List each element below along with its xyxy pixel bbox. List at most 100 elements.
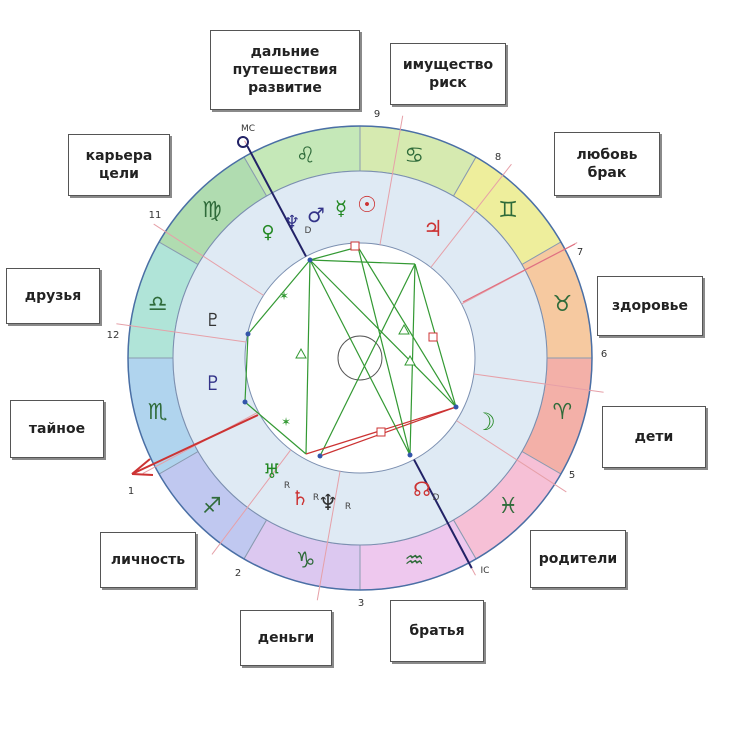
axis-lines: [131, 136, 473, 569]
planet-status-tag: R: [313, 493, 319, 503]
aspect-point: [317, 453, 323, 459]
house-box-12: тайное: [10, 400, 104, 458]
aspect-trine-icon: [398, 323, 410, 335]
sagittarius-icon: ♐: [202, 494, 222, 519]
sun-icon: ☉: [357, 193, 377, 218]
neptune-icon-upper: ♆: [284, 212, 300, 233]
house-box-2-label: деньги: [257, 630, 315, 646]
house-number: 9: [374, 109, 380, 120]
gemini-icon: ♊: [498, 198, 518, 223]
aspect-point: [245, 331, 251, 337]
asc-arrow-icon: [131, 458, 154, 476]
house-number: 7: [577, 247, 583, 258]
leo-icon: ♌: [296, 144, 316, 169]
house-box-7: любовь брак: [554, 132, 660, 196]
aspect-trine-icon: [404, 354, 416, 366]
aspect-point: [453, 404, 459, 410]
pisces-icon: ♓: [498, 494, 518, 519]
house-box-3: братья: [390, 600, 484, 662]
aspect-line: [319, 263, 416, 457]
house-box-5-label: дети: [634, 429, 674, 445]
aspect-line-extension: [462, 243, 576, 303]
house-box-7-label: любовь брак: [576, 147, 638, 181]
aspect-square-icon: [428, 332, 438, 342]
aries-icon: ♈: [552, 400, 572, 425]
mc-label: MC: [241, 124, 255, 134]
aspect-sextile-icon: ✶: [281, 415, 291, 429]
house-box-4: родители: [530, 530, 626, 588]
aspect-line: [309, 259, 411, 456]
mars-icon: ♂: [307, 203, 325, 227]
house-number: 2: [235, 568, 241, 579]
aspect-line: [309, 246, 359, 261]
aspect-line: [244, 401, 307, 455]
planet-status-tag: R: [345, 502, 351, 512]
house-box-8: имущество риск: [390, 43, 506, 105]
aspect-square-icon: [376, 427, 386, 437]
zodiac-glyphs: ♌♋♊♉♈♓♒♑♐♏♎♍: [148, 144, 572, 574]
house-box-1: личность: [100, 532, 196, 588]
aspect-sextile-icon: ✶: [279, 289, 289, 303]
house-number: 8: [495, 152, 501, 163]
saturn-icon: ♄: [291, 486, 309, 510]
capricorn-icon: ♑: [296, 548, 316, 573]
mc-marker-icon: [237, 136, 249, 148]
aspect-point: [407, 452, 413, 458]
house-box-11: друзья: [6, 268, 100, 324]
house-cusp-line: [456, 420, 567, 493]
house-number: 6: [601, 349, 607, 360]
pluto-alt-icon: ♇: [204, 371, 222, 395]
house-box-10: карьера цели: [68, 134, 170, 196]
mercury-icon: ☿: [335, 196, 347, 220]
scorpio-icon: ♏: [148, 400, 168, 425]
house-cusp-line: [379, 115, 404, 245]
house-box-3-label: братья: [409, 623, 465, 639]
house-box-2: деньги: [240, 610, 332, 666]
libra-icon: ♎: [148, 292, 168, 317]
ic-label: IC: [481, 566, 490, 576]
aspect-trine-icon: [295, 347, 307, 359]
node-icon: ☊: [413, 477, 431, 501]
aspect-line: [309, 259, 416, 265]
planet-status-tag: D: [433, 493, 440, 503]
venus-icon: ♀: [261, 222, 274, 243]
house-number: 11: [149, 210, 162, 221]
uranus-icon: ♅: [263, 459, 281, 483]
neptune-icon-lower: ♆: [318, 491, 338, 516]
house-box-1-label: личность: [110, 552, 186, 568]
house-box-10-label: карьера цели: [85, 148, 153, 182]
house-box-9-label: дальние путешествия развитие: [232, 44, 338, 96]
aspect-lines: ✶✶: [242, 241, 576, 459]
aquarius-icon: ♒: [404, 548, 424, 573]
planet-status-tag: R: [284, 481, 290, 491]
house-box-11-label: друзья: [24, 288, 82, 304]
house-cusp-line: [211, 449, 292, 555]
outer-ring-border: [127, 125, 593, 591]
planet-status-tag: D: [305, 226, 312, 236]
mc-axis-line: [246, 145, 307, 257]
aspect-line: [305, 259, 311, 455]
house-cusp-line: [116, 323, 247, 343]
zodiac-ring: [127, 125, 593, 591]
house-number: 1: [128, 486, 134, 497]
aspect-point: [307, 257, 313, 263]
aspect-line: [357, 246, 411, 456]
house-box-9: дальние путешествия развитие: [210, 30, 360, 110]
taurus-icon: ♉: [552, 292, 572, 317]
house-box-6-label: здоровье: [612, 298, 688, 314]
house-box-4-label: родители: [538, 551, 618, 567]
aspect-line: [247, 259, 311, 335]
aspect-line: [357, 246, 457, 408]
virgo-icon: ♍: [202, 198, 222, 223]
house-cusp-line: [316, 471, 341, 601]
ic-axis-line: [413, 459, 473, 569]
moon-icon: ☽: [474, 408, 496, 436]
house-box-6: здоровье: [597, 276, 703, 336]
house-cusp-line: [153, 223, 264, 296]
house-number: 3: [358, 598, 364, 609]
house-cusp-line: [430, 163, 512, 268]
jupiter-icon: ♃: [423, 217, 443, 242]
aspect-square-icon: [350, 241, 360, 251]
